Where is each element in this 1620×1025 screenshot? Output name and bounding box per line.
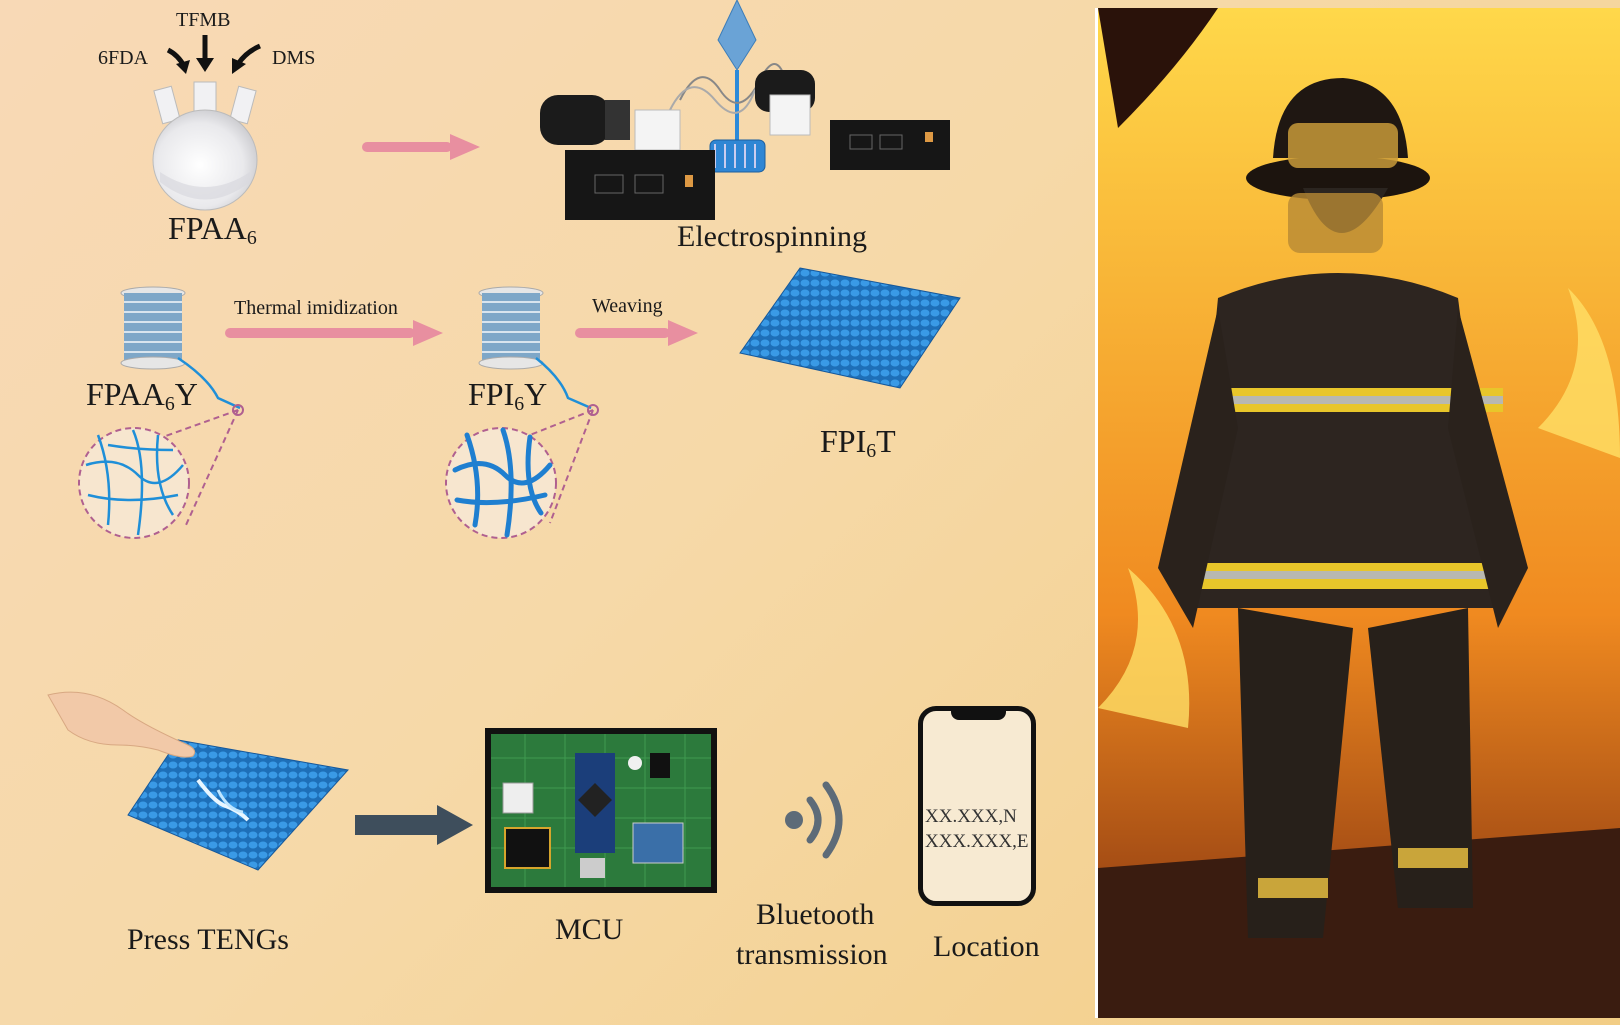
mcu-label: MCU xyxy=(555,913,624,946)
spool-fpi6y xyxy=(478,286,592,410)
reagent-6fda: 6FDA xyxy=(98,47,149,69)
press-tengs-label: Press TENGs xyxy=(127,923,289,956)
firefighter-figure xyxy=(1158,78,1528,938)
three-neck-flask xyxy=(152,81,258,211)
product-fpaa6: FPAA6 xyxy=(168,210,257,249)
label-fpi6y: FPI6Y xyxy=(468,376,548,415)
arrow-to-mcu xyxy=(355,805,473,845)
electrospinning-label: Electrospinning xyxy=(677,220,867,253)
weaving-label: Weaving xyxy=(592,295,663,317)
mcu-board xyxy=(485,728,717,893)
arrow-weaving xyxy=(575,320,698,346)
phone-notch xyxy=(951,710,1006,720)
fiber-magnify-fpaa6y xyxy=(78,404,244,539)
bluetooth-label-line1: Bluetooth xyxy=(756,898,875,931)
thermal-imidization-label: Thermal imidization xyxy=(234,297,398,319)
reagent-tfmb: TFMB xyxy=(176,9,231,31)
woven-fabric-fpi6t xyxy=(739,267,961,389)
label-fpi6t: FPI6T xyxy=(820,423,896,462)
firefighter-illustration xyxy=(1095,8,1620,1018)
location-label: Location xyxy=(933,930,1040,963)
electrospinning-apparatus xyxy=(540,0,950,220)
bluetooth-wave-icon xyxy=(785,781,843,859)
fiber-magnify-fpi6y xyxy=(445,404,599,539)
reagent-dms: DMS xyxy=(272,47,316,69)
spool-fpaa6y xyxy=(120,286,241,410)
reagent-arrows xyxy=(166,35,262,74)
arrow-to-electrospinning xyxy=(362,134,480,160)
press-teng-fabric xyxy=(47,691,349,871)
location-coordinates: XX.XXX,N XXX.XXX,E xyxy=(925,805,1028,854)
label-fpaa6y: FPAA6Y xyxy=(86,376,198,415)
coordinate-latitude: XX.XXX,N xyxy=(925,806,1017,827)
bluetooth-label-line2: transmission xyxy=(736,938,888,971)
coordinate-longitude: XXX.XXX,E xyxy=(925,830,1029,852)
arrow-thermal-imidization xyxy=(225,320,443,346)
smartphone-frame: XX.XXX,N XXX.XXX,E xyxy=(918,706,1036,906)
